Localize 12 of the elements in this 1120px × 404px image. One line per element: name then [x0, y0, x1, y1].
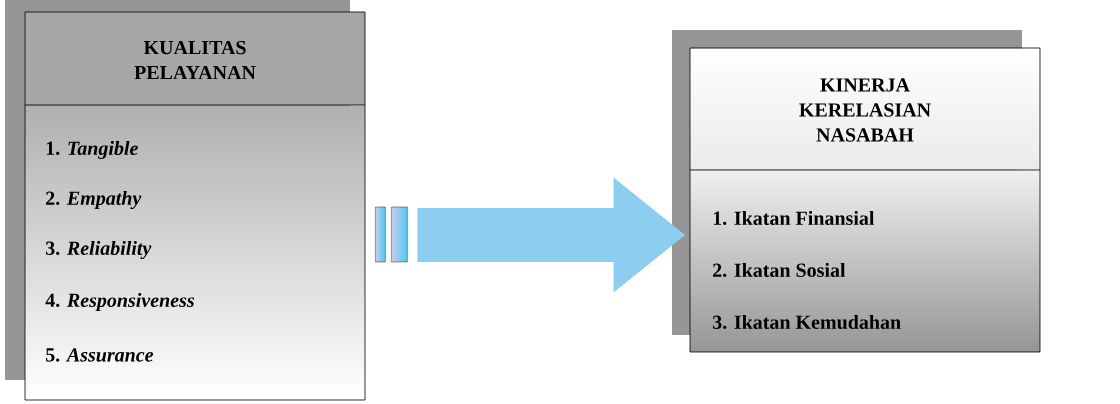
- box-heading: KUALITAS PELAYANAN: [134, 40, 256, 80]
- list-item: 5. Assurance: [46, 348, 154, 362]
- list-item: 1. Ikatan Finansial: [713, 210, 875, 226]
- list-item: 2. Ikatan Sosial: [713, 262, 846, 278]
- box-heading: KINERJA KERELASIAN NASABAH: [799, 78, 931, 142]
- list-item: 3. Reliability: [45, 240, 152, 260]
- list-item: 4. Responsiveness: [45, 292, 195, 312]
- list-item: 2. Empathy: [46, 190, 142, 210]
- list-box: [672, 30, 1041, 353]
- list-item: 3. Ikatan Kemudahan: [712, 314, 901, 330]
- list-box: [5, 0, 366, 401]
- list-item: 1. Tangible: [46, 140, 138, 160]
